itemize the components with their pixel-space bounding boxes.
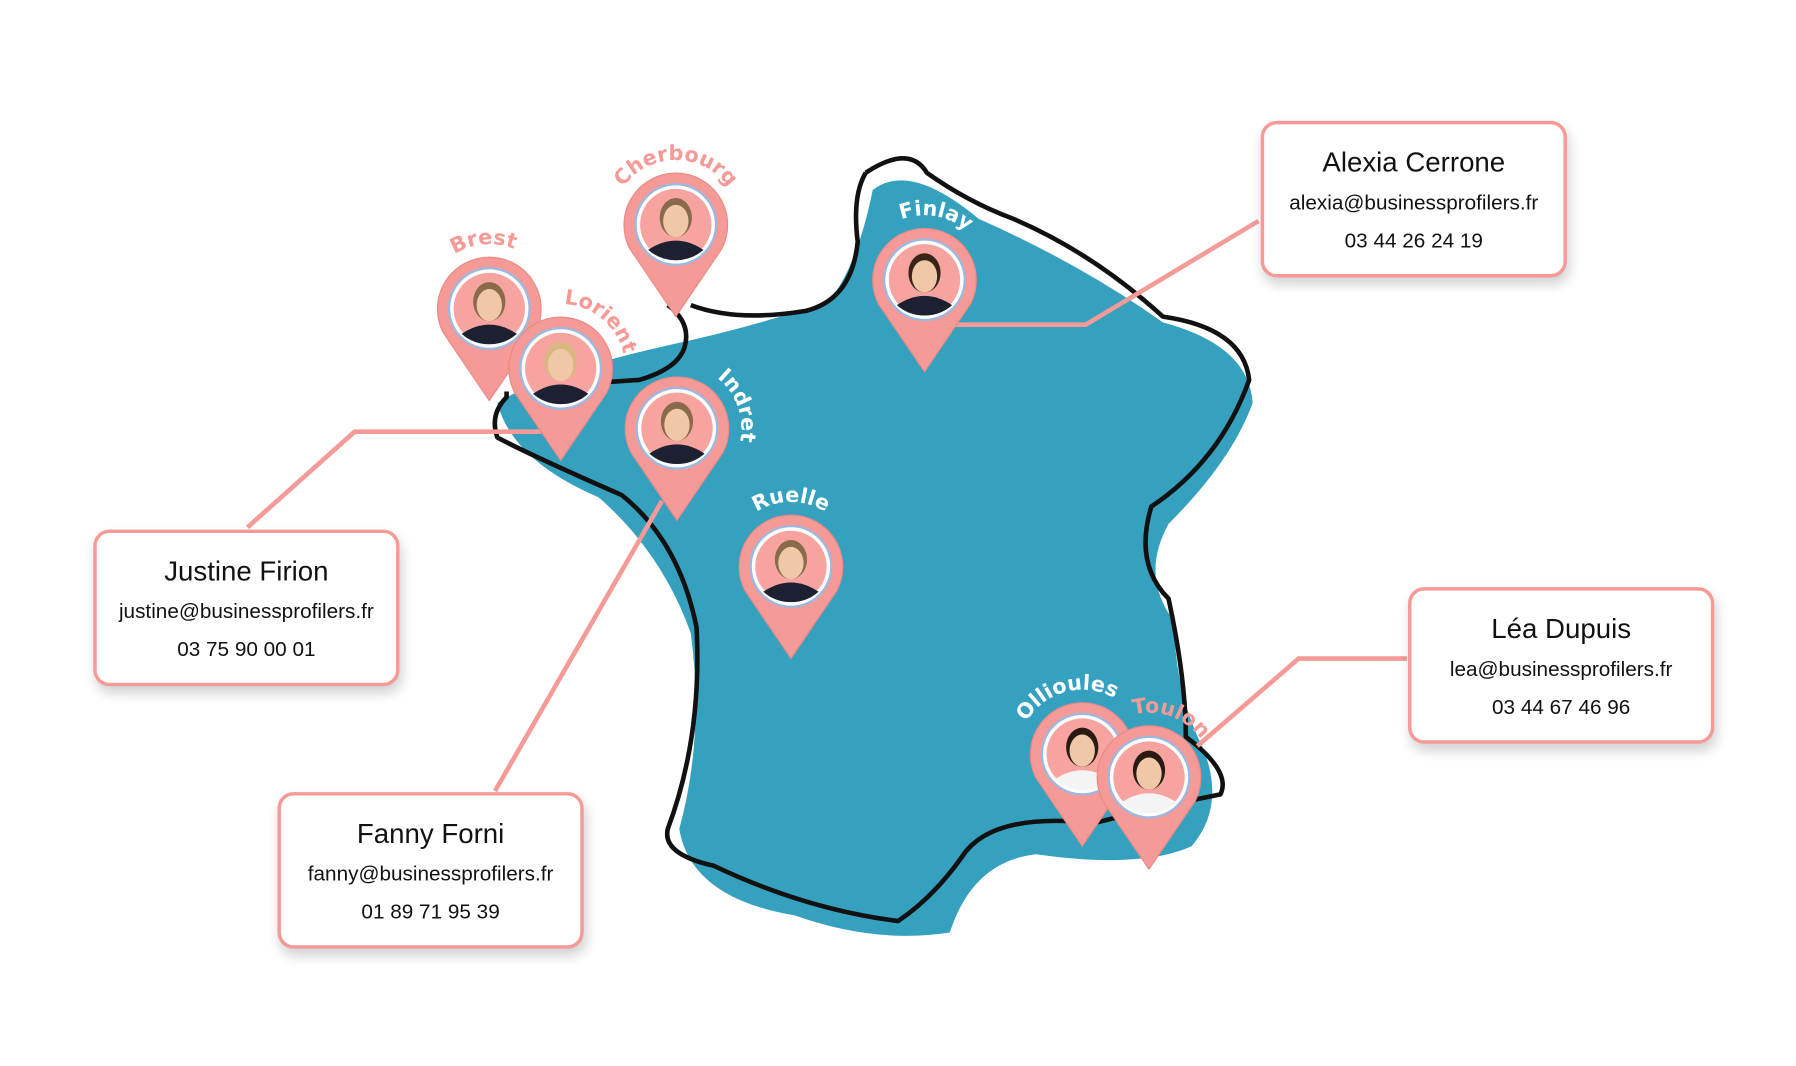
contact-email[interactable]: justine@businessprofilers.fr xyxy=(118,599,374,623)
contact-card-lea: Léa Dupuis lea@businessprofilers.fr 03 4… xyxy=(1408,587,1715,744)
contact-card-alexia: Alexia Cerrone alexia@businessprofilers.… xyxy=(1260,120,1567,278)
contact-email[interactable]: alexia@businessprofilers.fr xyxy=(1289,191,1539,215)
connector-justine xyxy=(245,429,542,530)
contact-phone[interactable]: 01 89 71 95 39 xyxy=(361,900,500,924)
contact-name: Alexia Cerrone xyxy=(1322,147,1506,179)
map-pin-indret[interactable]: Indret xyxy=(624,339,778,522)
contact-card-fanny: Fanny Forni fanny@businessprofilers.fr 0… xyxy=(277,792,584,949)
contact-phone[interactable]: 03 75 90 00 01 xyxy=(177,637,316,661)
contact-name: Fanny Forni xyxy=(356,818,505,850)
avatar xyxy=(888,244,961,316)
avatar xyxy=(453,272,525,345)
connector-lea xyxy=(1195,656,1407,748)
connector-fanny xyxy=(493,499,664,793)
map-pin-ruelle[interactable]: Ruelle xyxy=(726,483,855,660)
contact-phone[interactable]: 03 44 67 46 96 xyxy=(1492,695,1631,719)
avatar xyxy=(755,530,827,603)
contact-email[interactable]: fanny@businessprofilers.fr xyxy=(307,862,554,886)
pin-label: Brest xyxy=(445,222,522,259)
avatar xyxy=(1113,741,1185,813)
avatar xyxy=(641,392,713,464)
avatar xyxy=(524,332,597,405)
map-pin-toulon[interactable]: Toulon xyxy=(1088,676,1238,871)
contact-phone[interactable]: 03 44 26 24 19 xyxy=(1344,229,1483,253)
contact-name: Justine Firion xyxy=(164,556,329,588)
connector-alexia xyxy=(955,219,1260,327)
map-pin-cherbourg[interactable]: Cherbourg xyxy=(609,141,743,318)
avatar xyxy=(640,188,712,261)
contact-name: Léa Dupuis xyxy=(1491,613,1632,645)
contact-card-justine: Justine Firion justine@businessprofilers… xyxy=(93,529,400,687)
map-pin-lorient[interactable]: Lorient xyxy=(508,263,664,462)
contact-email[interactable]: lea@businessprofilers.fr xyxy=(1449,657,1673,681)
